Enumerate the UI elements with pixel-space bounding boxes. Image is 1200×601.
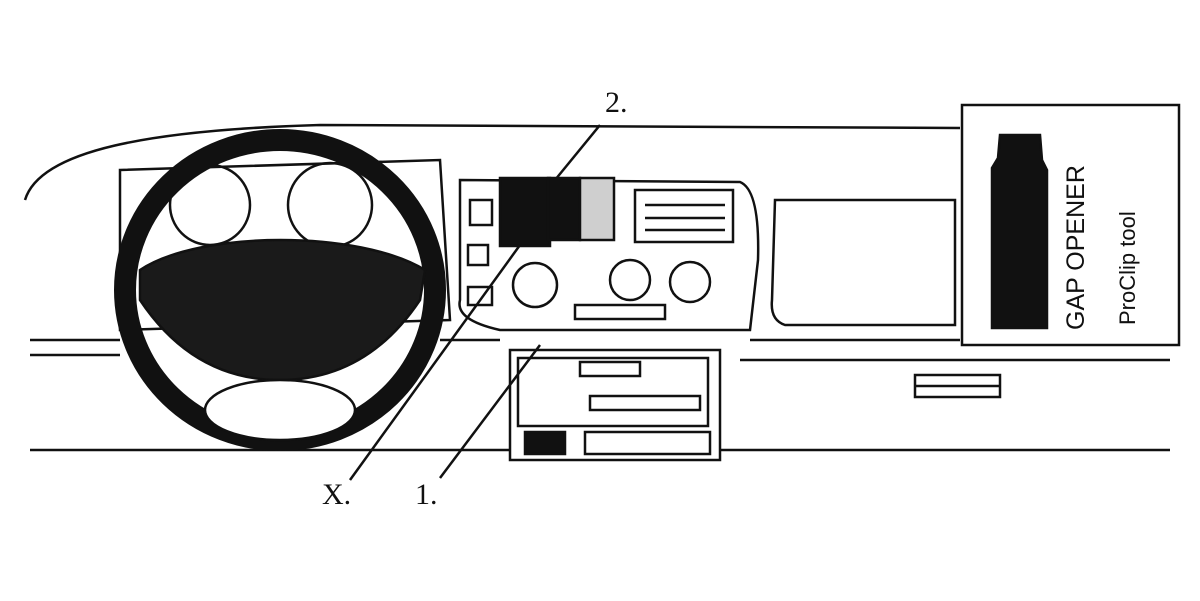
switch-3	[466, 285, 494, 307]
label-x: X.	[322, 478, 352, 511]
label-2: 2.	[605, 86, 628, 119]
tool-subtitle: ProClip tool	[1115, 211, 1140, 325]
switch-2	[466, 243, 490, 267]
switch-1	[468, 198, 494, 227]
climate-knob-2	[608, 258, 652, 302]
proclip-mount	[498, 176, 552, 248]
radio-unit	[508, 348, 722, 462]
climate-knob-1	[511, 261, 559, 309]
slider	[573, 303, 667, 321]
leader-2	[554, 124, 601, 181]
climate-knob-3	[668, 260, 712, 304]
dash-top-line	[23, 123, 961, 201]
steering-wheel	[114, 129, 446, 451]
tool-title: GAP OPENER	[1062, 165, 1090, 330]
label-1: 1.	[415, 478, 438, 511]
glovebox	[770, 198, 957, 327]
leader-x	[348, 244, 522, 481]
center-console	[458, 178, 760, 332]
gap-opener-tool-icon	[990, 133, 1049, 330]
center-vent	[633, 188, 735, 244]
gauge-right	[286, 161, 374, 249]
leader-1	[439, 344, 541, 479]
